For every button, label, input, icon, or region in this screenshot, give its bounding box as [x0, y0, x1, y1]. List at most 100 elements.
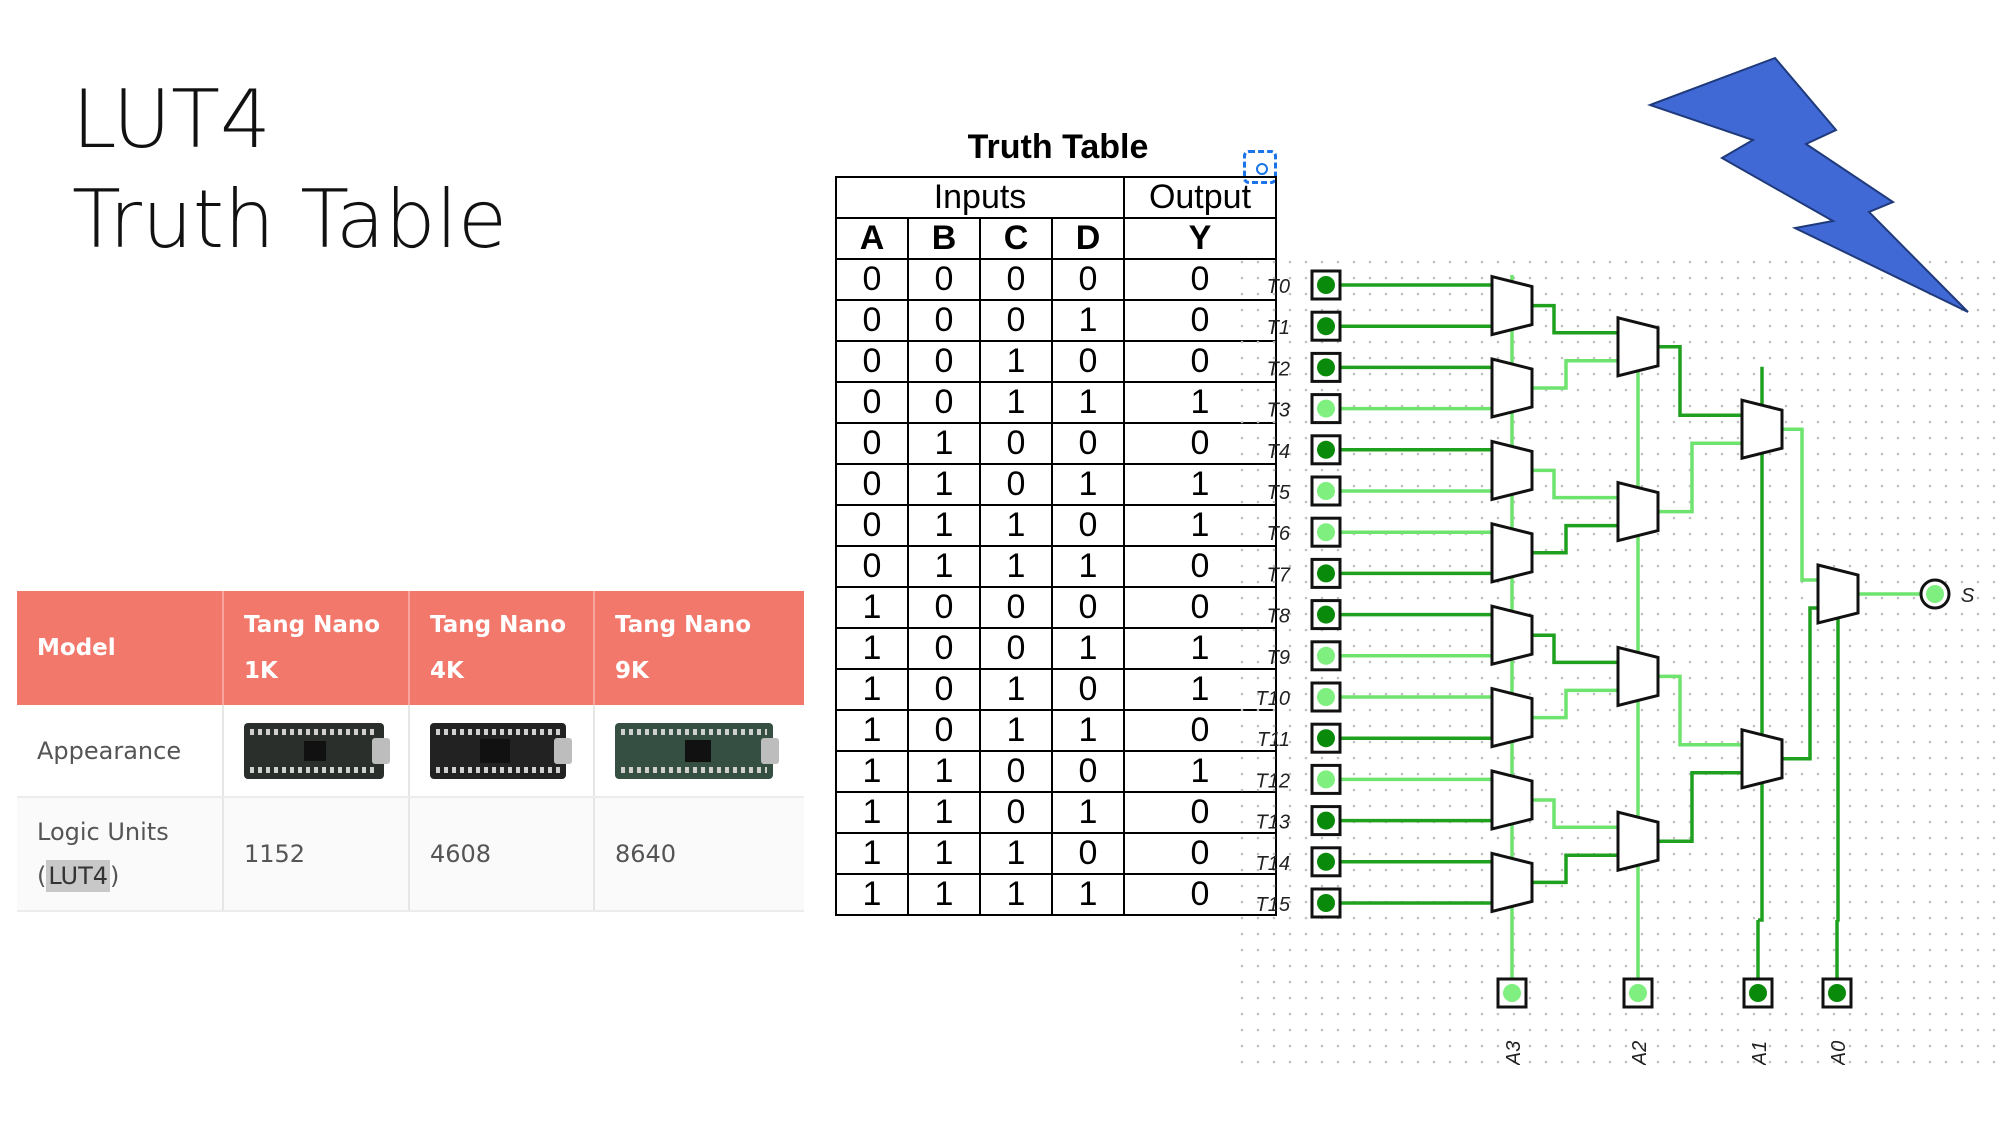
input-cell: 1 [907, 873, 981, 916]
mux-stage1-4 [1490, 604, 1534, 667]
input-cell: 0 [907, 381, 981, 424]
input-pin-led [1317, 317, 1335, 336]
header-nano-4k: Tang Nano 4K [409, 591, 595, 705]
header-model: Model [17, 591, 224, 705]
paren-open: ( [37, 862, 47, 890]
wire [1532, 523, 1618, 555]
board-1k-image [244, 722, 390, 779]
mux-stage4-output [1816, 563, 1860, 625]
input-cell: 0 [979, 750, 1053, 793]
board-image-4k [409, 705, 595, 798]
input-cell: 0 [907, 586, 981, 629]
input-cell: 0 [907, 258, 981, 301]
input-cell: 1 [1051, 545, 1125, 588]
input-cell: 1 [835, 750, 909, 793]
mux-stage2-2 [1616, 645, 1660, 708]
input-cell: 0 [979, 586, 1053, 629]
col-b: B [907, 217, 981, 260]
input-cell: 0 [835, 299, 909, 342]
input-label-t2: T2 [1267, 358, 1290, 380]
mux-stage1-5 [1490, 686, 1534, 749]
mux-stage1-3 [1490, 521, 1534, 584]
input-cell: 1 [1051, 463, 1125, 506]
col-c: C [979, 217, 1053, 260]
input-cell: 0 [835, 258, 909, 301]
board-image-1k [223, 705, 410, 798]
input-pin-led [1317, 399, 1335, 418]
input-cell: 1 [1051, 381, 1125, 424]
title-line-2: Truth Table [72, 173, 508, 266]
input-cell: 0 [835, 422, 909, 465]
input-cell: 1 [907, 832, 981, 875]
input-cell: 0 [1051, 258, 1125, 301]
mux-stage2-3 [1616, 810, 1660, 873]
input-cell: 0 [835, 545, 909, 588]
board-image-9k [594, 705, 804, 798]
select-pin-led [1749, 984, 1767, 1002]
input-label-t9: T9 [1267, 647, 1290, 669]
select-label-a2: A2 [1629, 1041, 1651, 1065]
input-cell: 0 [1051, 340, 1125, 383]
input-label-t0: T0 [1267, 276, 1290, 298]
mux-stage1-7 [1490, 851, 1534, 914]
wire [1782, 427, 1818, 582]
input-cell: 0 [979, 422, 1053, 465]
mux-stage3-1 [1740, 727, 1784, 790]
input-pin-t11 [1310, 722, 1342, 754]
wire [1658, 674, 1742, 747]
input-cell: 0 [979, 258, 1053, 301]
group-output: Output [1123, 176, 1277, 219]
output-label: S [1961, 585, 1975, 607]
input-pin-led [1317, 564, 1335, 583]
input-cell: 1 [979, 668, 1053, 711]
col-d: D [1051, 217, 1125, 260]
input-cell: 1 [979, 709, 1053, 752]
truth-table-title: Truth Table [967, 128, 1149, 166]
input-cell: 0 [979, 791, 1053, 834]
input-pin-led [1317, 729, 1335, 748]
logic-units-9k: 8640 [594, 797, 804, 912]
wire [1532, 798, 1618, 829]
input-pin-led [1317, 482, 1335, 500]
mux-stage2-0 [1616, 315, 1660, 378]
wire [1532, 303, 1618, 335]
wire [1532, 633, 1618, 665]
input-cell: 0 [907, 627, 981, 670]
wire [1758, 366, 1764, 922]
input-pin-t2 [1310, 351, 1342, 383]
input-cell: 0 [907, 709, 981, 752]
input-cell: 0 [1051, 586, 1125, 629]
select-label-a3: A3 [1503, 1041, 1525, 1065]
paren-close: ) [110, 862, 120, 890]
input-label-t1: T1 [1267, 317, 1290, 339]
table-header-row: Model Tang Nano 1K Tang Nano 4K Tang Nan… [17, 591, 804, 705]
input-pin-led [1317, 276, 1335, 294]
input-cell: 0 [1051, 832, 1125, 875]
input-cell: 0 [1051, 504, 1125, 547]
input-cell: 1 [835, 832, 909, 875]
mux-stage3-0 [1740, 398, 1784, 461]
wire [1532, 359, 1618, 390]
input-cell: 1 [979, 873, 1053, 916]
mux-stage2-1 [1616, 480, 1660, 543]
logic-units-row: Logic Units(LUT4) 1152 4608 8640 [17, 797, 804, 912]
input-label-t14: T14 [1256, 853, 1290, 875]
board-9k-image [615, 722, 779, 779]
input-pin-led [1317, 852, 1335, 871]
input-cell: 1 [979, 340, 1053, 383]
input-label-t10: T10 [1256, 688, 1290, 710]
input-pin-t7 [1310, 557, 1342, 589]
input-cell: 1 [907, 422, 981, 465]
